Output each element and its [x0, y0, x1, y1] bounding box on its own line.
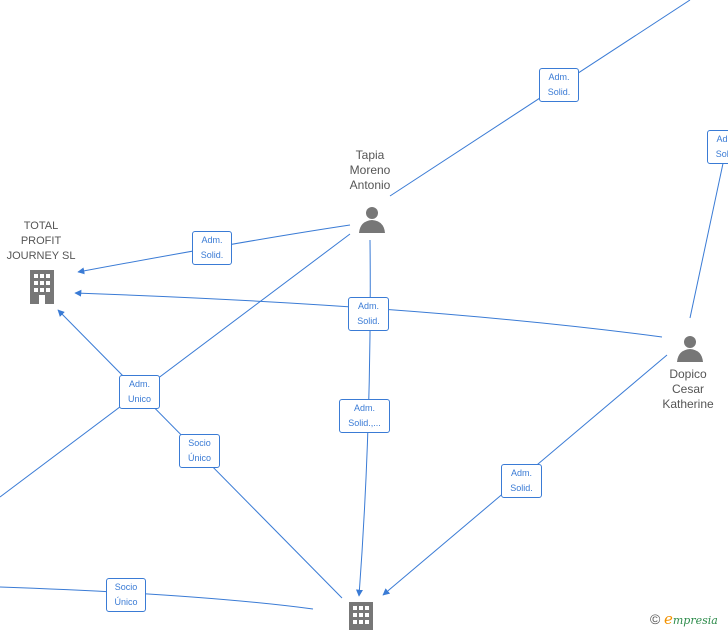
- edge-line-left-bottom: [0, 586, 314, 610]
- person-icon[interactable]: [357, 204, 387, 234]
- edge-label-adm-solid[interactable]: Adm. Solid.: [707, 130, 728, 164]
- edge-label-adm-unico[interactable]: Adm. Unico: [119, 375, 160, 409]
- edge-line-dopico-totalprofit: [74, 289, 663, 338]
- brand-watermark: © empresia: [650, 610, 718, 628]
- copyright-symbol: ©: [650, 611, 661, 627]
- edge-line-dopico-topright: [689, 139, 728, 319]
- building-icon[interactable]: [28, 270, 56, 304]
- edge-label-socio-unico[interactable]: Socio Único: [106, 578, 146, 612]
- edge-label-adm-solid[interactable]: Adm. Solid.: [192, 231, 232, 265]
- building-icon[interactable]: [348, 602, 374, 630]
- edge-label-adm-solid-more[interactable]: Adm. Solid.,...: [339, 399, 390, 433]
- edge-label-socio-unico[interactable]: Socio Único: [179, 434, 220, 468]
- edge-label-adm-solid[interactable]: Adm. Solid.: [501, 464, 542, 498]
- node-label-total-profit: TOTAL PROFIT JOURNEY SL: [6, 220, 76, 262]
- node-label-tapia: Tapia Moreno Antonio: [349, 148, 391, 192]
- person-icon[interactable]: [675, 333, 705, 363]
- edge-label-adm-solid[interactable]: Adm. Solid.: [348, 297, 389, 331]
- brand-logo-e: e: [663, 610, 673, 628]
- node-label-dopico: Dopico Cesar Katherine: [662, 367, 714, 411]
- edge-label-adm-solid[interactable]: Adm. Solid.: [539, 68, 579, 102]
- edge-line-tapia-bottomleft: [0, 233, 351, 498]
- brand-logo-text: mpresia: [672, 614, 718, 627]
